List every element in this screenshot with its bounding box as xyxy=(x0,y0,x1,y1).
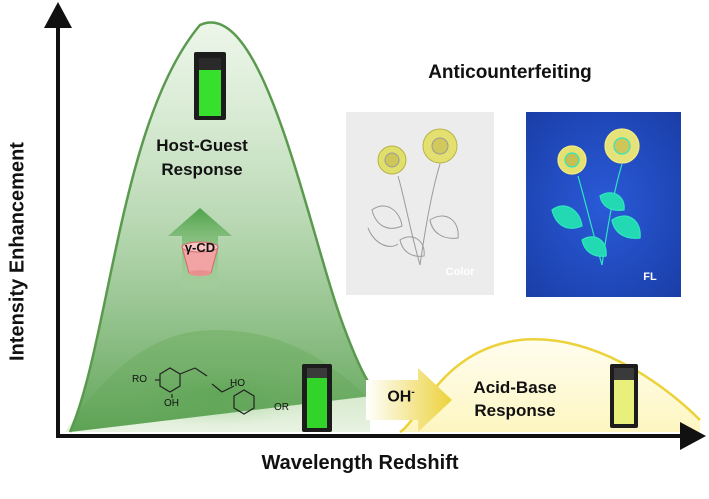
photo-color-label: Color xyxy=(445,266,475,278)
molecule-structure xyxy=(155,367,255,415)
hydroxide-base: OH xyxy=(387,388,412,406)
sunflower-photo-fl xyxy=(526,112,681,297)
acid-base-label-line2: Response xyxy=(474,401,556,420)
cuvette-icon xyxy=(302,364,332,432)
cuvette-icon xyxy=(610,364,638,428)
axis-arrow-icon xyxy=(44,2,72,28)
oh-left-label: OH xyxy=(164,398,179,409)
sunflower-photo-color xyxy=(346,112,494,295)
section-title: Anticounterfeiting xyxy=(428,62,592,83)
hydroxide-charge: - xyxy=(411,387,415,398)
ro-left-label: RO xyxy=(132,374,147,385)
axes xyxy=(44,2,706,450)
hydroxide-label: OH- xyxy=(376,387,426,406)
acid-base-label-line1: Acid-Base xyxy=(473,378,557,397)
cuvette-icon xyxy=(194,52,226,120)
host-guest-label-line1: Host-Guest xyxy=(156,136,248,155)
right-arrow-icon xyxy=(366,368,452,432)
gamma-cd-label: γ-CD xyxy=(184,240,216,255)
sunflower-icon xyxy=(551,128,641,266)
y-axis-label: Intensity Enhancement xyxy=(6,142,29,361)
cyclodextrin-icon xyxy=(181,241,219,276)
photo-fl-label: FL xyxy=(643,271,657,283)
ho-right-label: HO xyxy=(230,378,245,389)
or-right-label: OR xyxy=(274,402,289,413)
x-axis-label: Wavelength Redshift xyxy=(261,452,459,474)
axis-arrow-icon xyxy=(680,422,706,450)
sunflower-icon xyxy=(367,128,459,266)
host-guest-label-line2: Response xyxy=(161,160,243,179)
host-guest-curve xyxy=(68,21,381,433)
